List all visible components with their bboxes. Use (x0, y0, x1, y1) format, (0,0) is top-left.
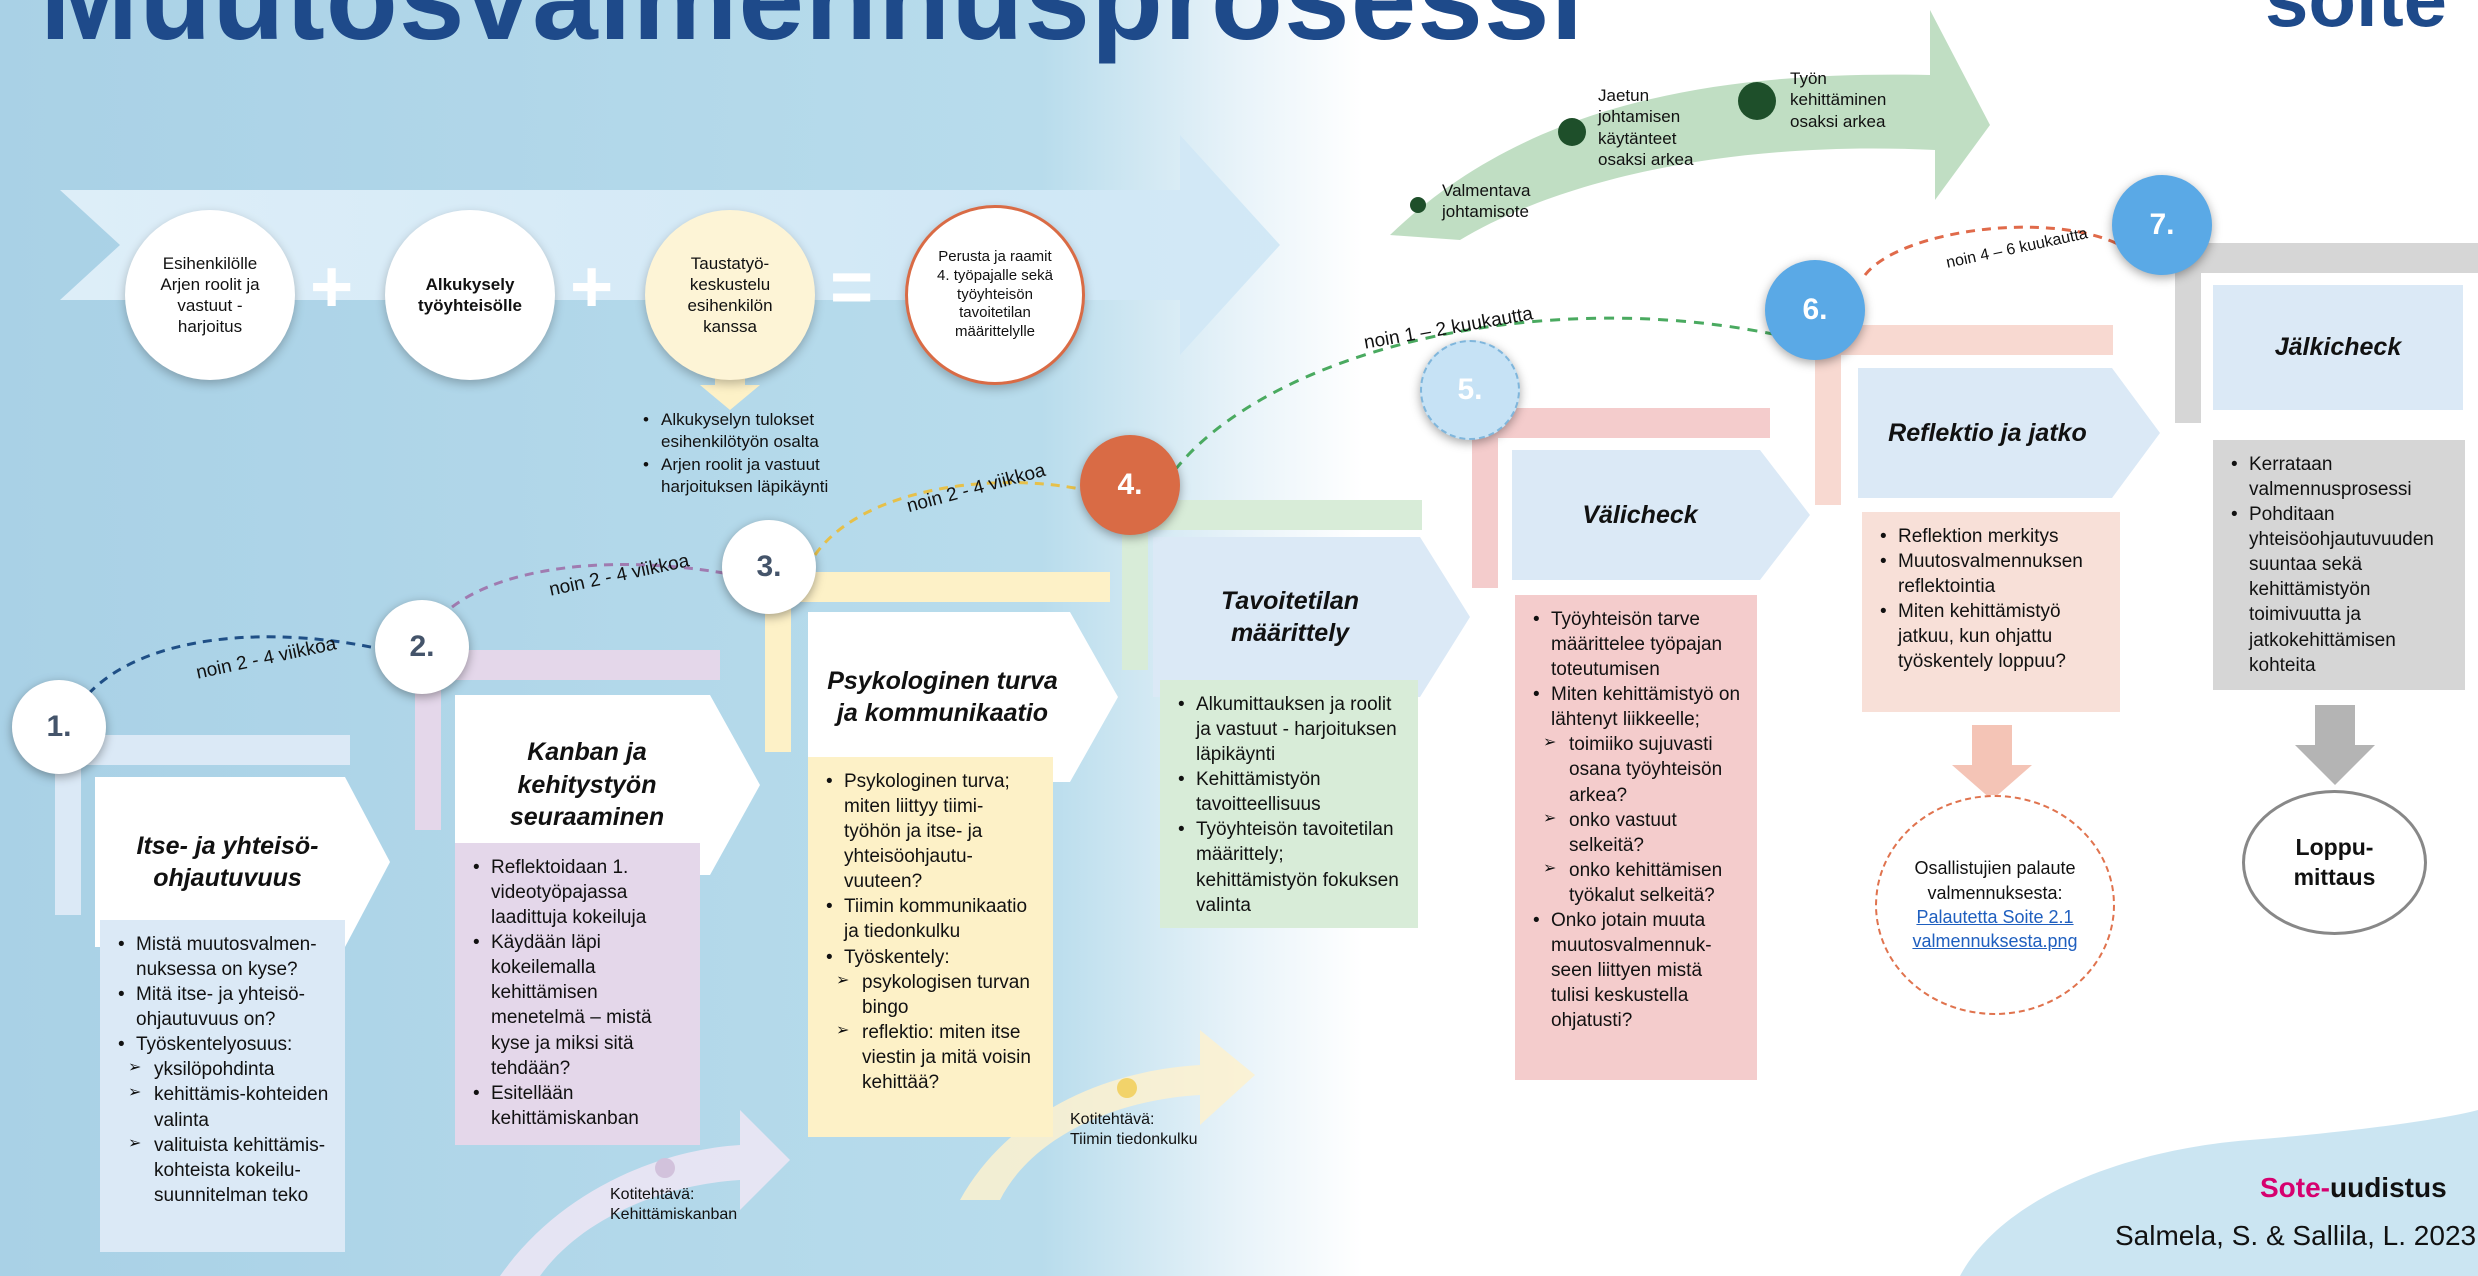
list-item: Alkukyselyn tulokset esihenkilötyön osal… (639, 409, 871, 454)
list-item: Alkumittauksen ja roolit ja vastuut - ha… (1174, 692, 1404, 767)
plus-icon: + (310, 245, 354, 328)
esihenkilo-text: Esihenkilölle Arjen roolit ja vastuut - … (160, 253, 260, 337)
list-item: Tiimin kommunikaatio ja tiedonkulku (822, 894, 1039, 944)
homework-2: Kotitehtävä: Tiimin tiedonkulku (1070, 1110, 1250, 1150)
list-item: Käydään läpi kokeilemalla kehittämisen m… (469, 930, 686, 1080)
step-number-2: 2. (375, 600, 469, 694)
step-7-content: Kerrataan valmennusprosessiPohditaan yht… (2213, 440, 2465, 690)
homework-dot-icon (1117, 1078, 1137, 1098)
step-number-5: 5. (1420, 340, 1520, 440)
step-title-3: Psykologinen turva ja kommunikaatio (827, 666, 1058, 728)
step-number-1: 1. (12, 680, 106, 774)
green-dot-icon (1558, 118, 1586, 146)
step-title-5: Välicheck (1582, 500, 1698, 529)
homework-1: Kotitehtävä: Kehittämiskanban (610, 1185, 770, 1225)
green-item-3: Työn kehittäminen osaksi arkea (1790, 69, 1887, 131)
taustatyo-notes: Alkukyselyn tulokset esihenkilötyön osal… (635, 405, 875, 503)
step-number-3: 3. (722, 520, 816, 614)
list-item: Työyhteisön tarve määrittelee työpajan t… (1529, 607, 1743, 682)
list-item: valituista kehittämis-kohteista kokeilu-… (114, 1133, 331, 1208)
list-item: Mistä muutosvalmen-nuksessa on kyse? (114, 932, 331, 982)
equals-icon: = (830, 245, 874, 328)
plus-icon: + (570, 245, 614, 328)
step-title-6: Reflektio ja jatko (1888, 418, 2087, 447)
list-item: Esitellään kehittämiskanban (469, 1081, 686, 1131)
sote-uudistus-logo: Sote-uudistus (2260, 1172, 2447, 1203)
homework-dot-icon (655, 1158, 675, 1178)
step-2-content: Reflektoidaan 1. videotyöpajassa laaditt… (455, 843, 700, 1145)
alkukysely-text: Alkukysely työyhteisölle (418, 274, 522, 315)
step-6-content: Reflektion merkitysMuutosvalmennuksen re… (1862, 512, 2120, 712)
step-3-content: Psykologinen turva; miten liittyy tiimi-… (808, 757, 1053, 1137)
soite-logo: soite (2265, 0, 2447, 38)
green-dot-icon (1738, 82, 1776, 120)
list-item: toimiiko sujuvasti osana työyhteisön ark… (1529, 732, 1743, 807)
green-item-1: Valmentava johtamisote (1442, 181, 1531, 222)
list-item: Työskentelyosuus: (114, 1032, 331, 1057)
step-5-content: Työyhteisön tarve määrittelee työpajan t… (1515, 595, 1757, 1080)
step-1-content: Mistä muutosvalmen-nuksessa on kyse?Mitä… (100, 920, 345, 1252)
list-item: Arjen roolit ja vastuut harjoituksen läp… (639, 454, 871, 499)
page-title: Muutosvalmennusprosessi (40, 0, 1584, 58)
list-item: kehittämis-kohteiden valinta (114, 1082, 331, 1132)
list-item: Miten kehittämistyö on lähtenyt liikkeel… (1529, 682, 1743, 732)
list-item: Miten kehittämistyö jatkuu, kun ohjattu … (1876, 599, 2106, 674)
step-4-content: Alkumittauksen ja roolit ja vastuut - ha… (1160, 680, 1418, 928)
homework-text: Tiimin tiedonkulku (1070, 1131, 1198, 1148)
alkukysely-circle: Alkukysely työyhteisölle (385, 210, 555, 380)
list-item: onko vastuut selkeitä? (1529, 808, 1743, 858)
list-item: Onko jotain muuta muutosvalmennuk-seen l… (1529, 908, 1743, 1033)
list-item: Reflektion merkitys (1876, 524, 2106, 549)
loppumittaus-circle: Loppu-mittaus (2242, 790, 2427, 935)
list-item: Kerrataan valmennusprosessi (2227, 452, 2451, 502)
list-item: Pohditaan yhteisöohjautuvuuden suuntaa s… (2227, 502, 2451, 678)
step-number-7: 7. (2112, 175, 2212, 275)
step-title-2: Kanban ja kehitystyön seuraaminen (509, 738, 665, 832)
perusta-text: Perusta ja raamit 4. työpajalle sekä työ… (937, 248, 1053, 341)
list-item: yksilöpohdinta (114, 1057, 331, 1082)
homework-label: Kotitehtävä: (610, 1186, 695, 1203)
homework-label: Kotitehtävä: (1070, 1111, 1155, 1128)
esihenkilo-circle: Esihenkilölle Arjen roolit ja vastuut - … (125, 210, 295, 380)
step-number-6: 6. (1765, 260, 1865, 360)
step-title-7: Jälkicheck (2274, 333, 2402, 362)
step-title-1: Itse- ja yhteisö-ohjautuvuus (136, 831, 319, 893)
list-item: Mitä itse- ja yhteisö-ohjautuvuus on? (114, 982, 331, 1032)
perusta-circle: Perusta ja raamit 4. työpajalle sekä työ… (905, 205, 1085, 385)
list-item: onko kehittämisen työkalut selkeitä? (1529, 858, 1743, 908)
step-title-4: Tavoitetilan määrittely (1221, 586, 1359, 648)
green-dot-icon (1410, 197, 1426, 213)
list-item: Työyhteisön tavoitetilan määrittely; keh… (1174, 817, 1404, 917)
loppumittaus-text: Loppu-mittaus (2293, 833, 2376, 890)
credit: Salmela, S. & Sallila, L. 2023 (2115, 1220, 2477, 1251)
green-item-2: Jaetun johtamisen käytänteet osaksi arke… (1598, 86, 1694, 169)
taustatyo-text: Taustatyö-keskustelu esihenkilön kanssa (687, 253, 773, 337)
list-item: Psykologinen turva; miten liittyy tiimi-… (822, 769, 1039, 894)
list-item: reflektio: miten itse viestin ja mitä vo… (822, 1020, 1039, 1095)
list-item: Muutosvalmennuksen reflektointia (1876, 549, 2106, 599)
feedback-circle: Osallistujien palaute valmennuksesta: Pa… (1875, 795, 2115, 1015)
homework-text: Kehittämiskanban (610, 1206, 738, 1223)
list-item: psykologisen turvan bingo (822, 970, 1039, 1020)
step-number-4: 4. (1080, 435, 1180, 535)
feedback-link[interactable]: Palautetta Soite 2.1 valmennuksesta.png (1912, 907, 2078, 952)
list-item: Työskentely: (822, 945, 1039, 970)
list-item: Kehittämistyön tavoitteellisuus (1174, 767, 1404, 817)
list-item: Reflektoidaan 1. videotyöpajassa laaditt… (469, 855, 686, 930)
feedback-text: Osallistujien palaute valmennuksesta: (1914, 858, 2076, 903)
taustatyo-circle: Taustatyö-keskustelu esihenkilön kanssa (645, 210, 815, 380)
